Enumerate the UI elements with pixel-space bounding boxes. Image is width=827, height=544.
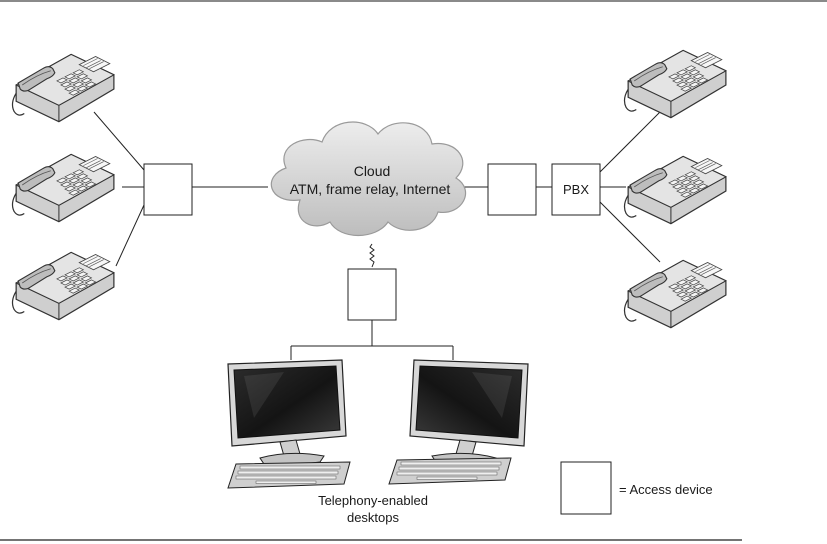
pbx-label: PBX xyxy=(563,182,589,197)
desk-phone-icon xyxy=(623,49,727,119)
legend-access-device-box xyxy=(560,461,612,515)
access-device-right xyxy=(487,163,537,216)
computer-monitor-icon xyxy=(227,359,347,466)
desktops-caption-line2: desktops xyxy=(347,510,400,525)
cloud-title: Cloud xyxy=(354,163,391,179)
computer-monitor-icon xyxy=(409,359,529,466)
desktops-caption-line1: Telephony-enabled xyxy=(318,493,428,508)
keyboard-icon xyxy=(227,461,351,489)
desk-phone-icon xyxy=(623,155,727,225)
desk-phone-icon xyxy=(11,251,115,321)
legend-label: = Access device xyxy=(619,482,713,497)
pbx-box xyxy=(551,163,601,216)
desk-phone-icon xyxy=(623,259,727,329)
keyboard-icon xyxy=(388,457,512,485)
cloud-link xyxy=(369,243,375,268)
cloud-subtitle: ATM, frame relay, Internet xyxy=(290,181,451,197)
cloud-icon xyxy=(270,121,467,236)
access-device-bottom xyxy=(347,268,397,321)
desk-phone-icon xyxy=(11,153,115,223)
desk-phone-icon xyxy=(11,53,115,123)
access-device-left xyxy=(143,163,193,216)
